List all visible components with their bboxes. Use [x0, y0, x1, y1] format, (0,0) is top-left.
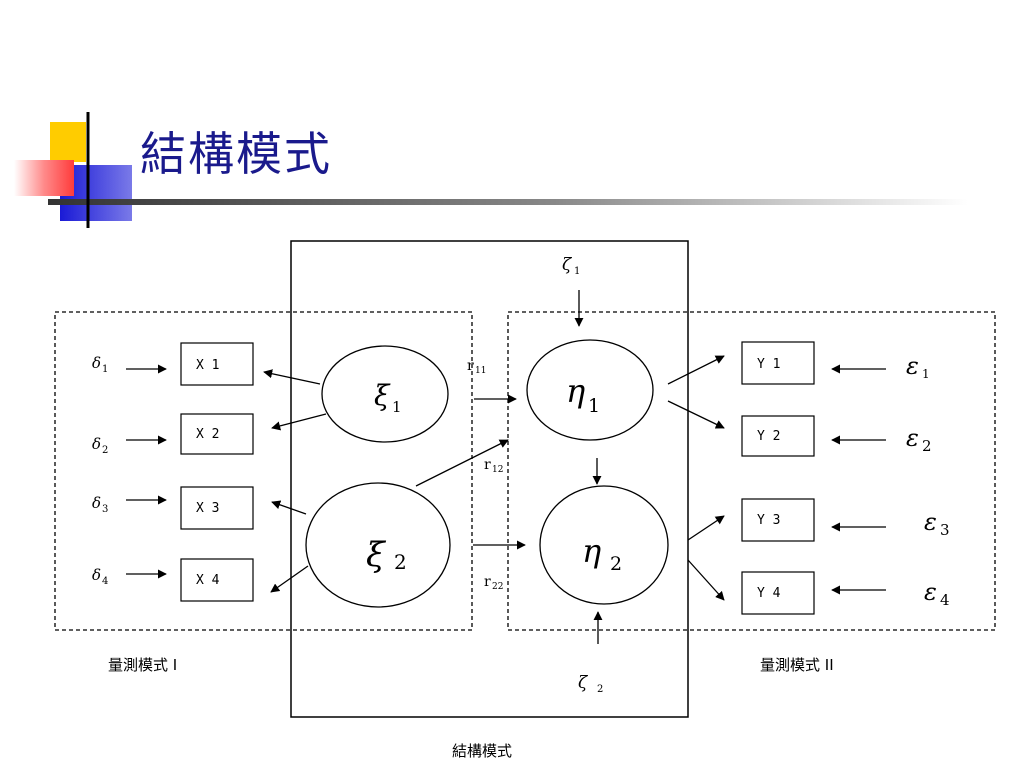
error-delta2-sub: 2	[102, 445, 108, 456]
error-eps3-sub: 3	[940, 521, 950, 539]
latent-eta2-sub: 2	[610, 553, 622, 575]
latent-xi2-sub: 2	[394, 550, 407, 574]
measurement-model-left-box	[54, 311, 473, 631]
indicator-y1-box	[741, 341, 815, 385]
path-r12: r	[484, 457, 491, 473]
latent-xi1-symbol: ξ	[374, 379, 391, 412]
disturbance-zeta1: ζ	[562, 255, 573, 275]
title-underline	[48, 199, 968, 205]
error-delta4: δ	[92, 566, 101, 584]
logo-red-square	[14, 160, 74, 196]
structural-model-box	[290, 240, 689, 718]
error-eps4: ε	[924, 578, 937, 606]
eta2-to-y4-arrow	[687, 559, 725, 601]
indicator-x3-label: X 3	[196, 501, 219, 516]
disturbance-zeta2: ζ	[578, 673, 589, 693]
error-delta4-sub: 4	[102, 576, 108, 587]
path-r12-sub: 12	[492, 465, 503, 475]
error-eps4-sub: 4	[940, 591, 950, 609]
logo-yellow-square	[50, 122, 86, 162]
xi2-to-eta1-arrow	[415, 439, 509, 487]
latent-xi2-ellipse	[305, 482, 451, 608]
measurement-model-left-caption: 量測模式 I	[108, 656, 177, 674]
indicator-x4-label: X 4	[196, 573, 220, 588]
disturbance-zeta2-sub: 2	[597, 684, 603, 695]
path-r22: r	[484, 574, 491, 590]
structural-model-caption: 結構模式	[452, 742, 512, 760]
disturbance-zeta1-sub: 1	[574, 266, 580, 277]
path-r11: r	[467, 358, 474, 374]
latent-eta1-ellipse	[526, 339, 654, 441]
latent-xi1-ellipse	[321, 345, 449, 443]
path-r22-sub: 22	[492, 582, 503, 592]
error-eps2: ε	[906, 424, 919, 452]
indicator-y3-label: Y 3	[757, 513, 780, 528]
indicator-x2-label: X 2	[196, 427, 219, 442]
indicator-y3-box	[741, 498, 815, 542]
error-delta3-sub: 3	[102, 504, 108, 515]
indicator-x3-box	[180, 486, 254, 530]
indicator-x1-label: X 1	[196, 358, 219, 373]
latent-eta2-ellipse	[539, 485, 669, 605]
eta2-to-y3-arrow	[687, 515, 725, 541]
latent-xi2-symbol: ξ	[366, 535, 387, 575]
indicator-x4-box	[180, 558, 254, 602]
measurement-model-right-caption: 量測模式 II	[760, 656, 834, 674]
error-delta1: δ	[92, 354, 101, 372]
error-delta3: δ	[92, 494, 101, 512]
error-eps2-sub: 2	[922, 437, 932, 455]
slide-title: 結構模式	[140, 127, 332, 181]
path-r11-sub: 11	[475, 366, 486, 376]
latent-eta2-symbol: η	[582, 532, 601, 570]
error-delta2: δ	[92, 435, 101, 453]
latent-eta1-sub: 1	[588, 395, 600, 417]
indicator-y1-label: Y 1	[757, 357, 780, 372]
error-eps1-sub: 1	[922, 367, 930, 381]
latent-eta1-symbol: η	[566, 372, 585, 410]
xi2-to-x4-arrow	[270, 565, 309, 593]
error-delta1-sub: 1	[102, 364, 108, 375]
indicator-y4-label: Y 4	[757, 586, 781, 601]
eta1-to-y2-arrow	[667, 400, 725, 429]
measurement-model-right-box	[507, 311, 996, 631]
xi1-to-x2-arrow	[271, 413, 327, 431]
indicator-y4-box	[741, 571, 815, 615]
error-eps3: ε	[924, 508, 937, 536]
eta1-to-y1-arrow	[667, 355, 725, 385]
xi1-to-x1-arrow	[263, 369, 321, 385]
error-eps1: ε	[906, 352, 919, 380]
latent-xi1-sub: 1	[392, 398, 402, 416]
indicator-y2-box	[741, 415, 815, 457]
indicator-y2-label: Y 2	[757, 429, 780, 444]
indicator-x2-box	[180, 413, 254, 455]
xi2-to-x3-arrow	[271, 500, 307, 515]
indicator-x1-box	[180, 342, 254, 386]
